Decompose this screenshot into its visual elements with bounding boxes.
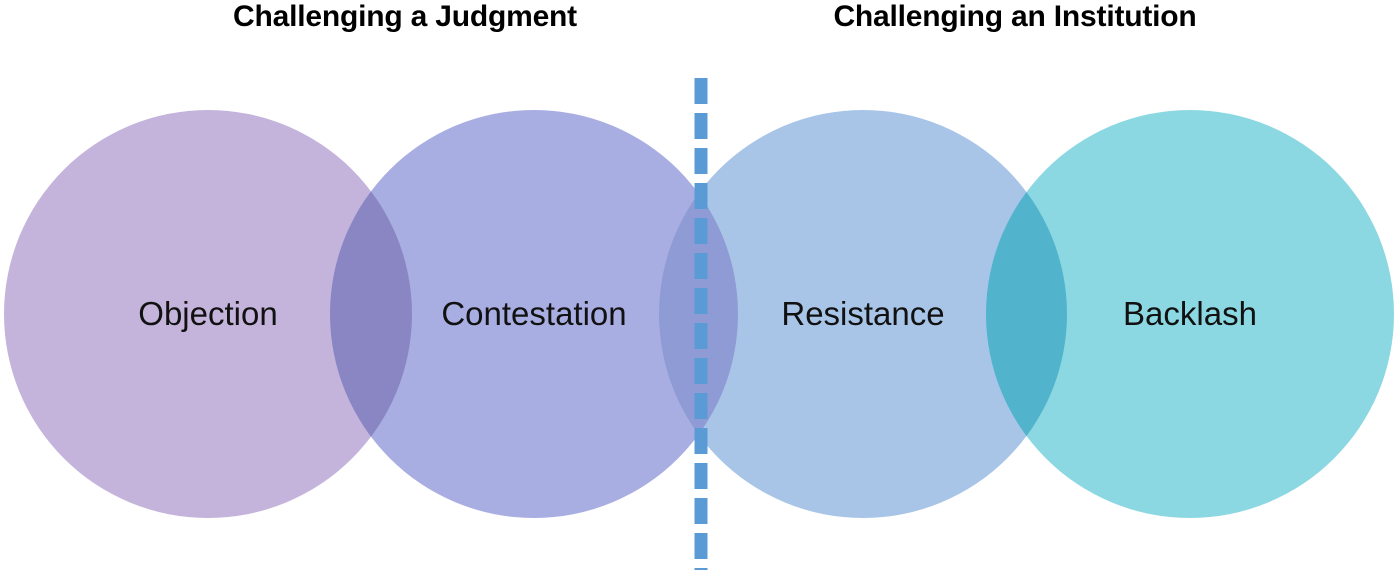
heading-challenging-a-judgment: Challenging a Judgment bbox=[233, 0, 577, 33]
circle-label-objection: Objection bbox=[138, 295, 278, 332]
circle-contestation[interactable] bbox=[330, 110, 738, 518]
heading-challenging-an-institution: Challenging an Institution bbox=[833, 0, 1197, 33]
circle-label-resistance: Resistance bbox=[781, 295, 945, 332]
circle-objection[interactable] bbox=[4, 110, 412, 518]
circle-backlash[interactable] bbox=[986, 110, 1394, 518]
circle-label-contestation: Contestation bbox=[441, 295, 627, 332]
circle-resistance[interactable] bbox=[659, 110, 1067, 518]
circle-label-backlash: Backlash bbox=[1123, 295, 1257, 332]
